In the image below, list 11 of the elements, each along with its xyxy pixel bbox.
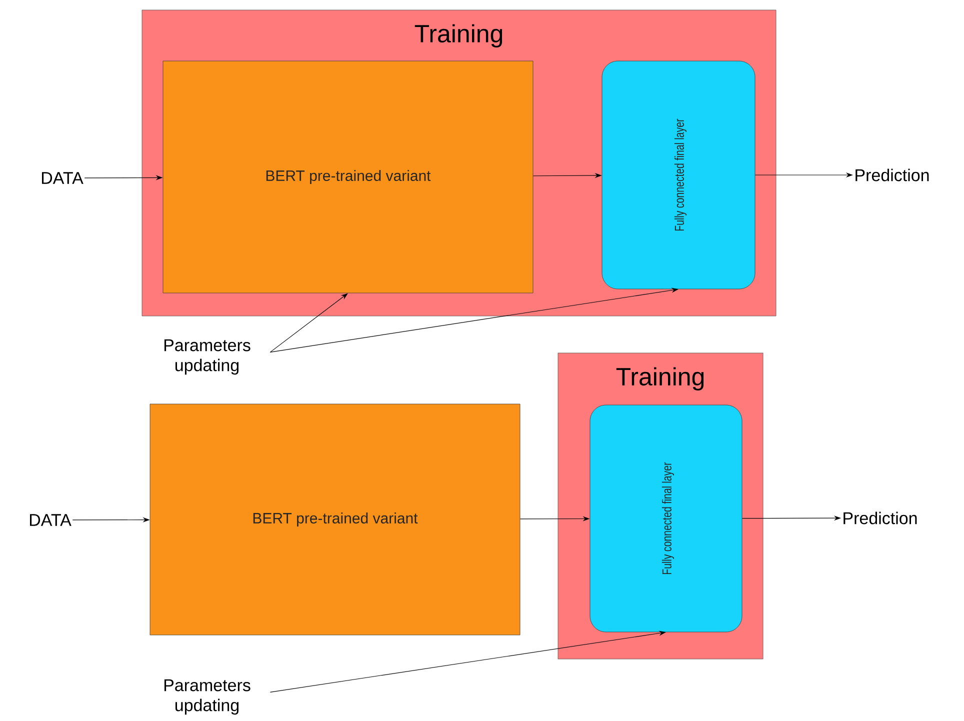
model-box: BERT pre-trained variant bbox=[162, 60, 534, 294]
layer-box: Fully connected final layer bbox=[602, 60, 756, 290]
io-label: DATA bbox=[30, 514, 72, 526]
model-box: BERT pre-trained variant bbox=[150, 404, 520, 636]
arrow bbox=[270, 293, 348, 352]
layer-box: Fully connected final layer bbox=[590, 404, 742, 632]
io-label: Prediction bbox=[856, 168, 929, 182]
io-label: Prediction bbox=[844, 512, 917, 524]
annotation-text: Parameters updating bbox=[164, 679, 250, 715]
annotation-text: Parameters updating bbox=[164, 339, 250, 375]
io-label: DATA bbox=[42, 172, 84, 184]
